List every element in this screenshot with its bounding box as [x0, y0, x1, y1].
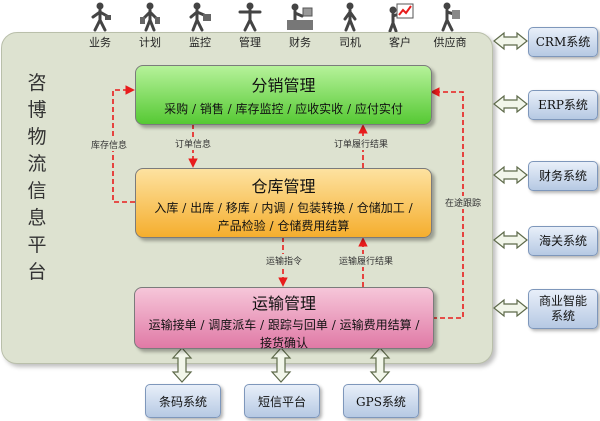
monitor-person-icon — [189, 2, 211, 32]
distribution-module[interactable]: 分销管理 采购 / 销售 / 库存监控 / 应收实收 / 应付实付 — [135, 65, 432, 125]
finance-link-arrow — [493, 165, 528, 185]
bi-system[interactable]: 商业智能系统 — [528, 289, 598, 329]
role-label: 财务 — [289, 36, 311, 49]
transport-instruction-label: 运输指令 — [265, 254, 304, 267]
role-label: 计划 — [139, 36, 161, 49]
role-label: 客户 — [389, 36, 411, 49]
role-label: 监控 — [189, 36, 211, 49]
bi-link-arrow — [493, 298, 528, 318]
warehouse-module[interactable]: 仓库管理 入库 / 出库 / 移库 / 内调 / 包装转换 / 仓储加工 / 产… — [135, 168, 432, 238]
order-fulfillment-label: 订单履行结果 — [333, 137, 390, 150]
gps-link-arrow — [369, 347, 391, 383]
role-label: 业务 — [89, 36, 111, 49]
role-monitor[interactable]: 监控 — [178, 2, 222, 49]
role-supplier[interactable]: 供应商 — [428, 2, 472, 49]
role-manager[interactable]: 管理 — [228, 2, 272, 49]
role-label: 管理 — [239, 36, 261, 49]
warehouse-title: 仓库管理 — [251, 177, 316, 196]
role-finance[interactable]: 财务 — [278, 2, 322, 49]
in-transit-tracking-label: 在途跟踪 — [444, 196, 483, 209]
warehouse-items-line2: 产品检验 / 仓储费用结算 — [217, 219, 350, 233]
transport-fulfillment-label: 运输履行结果 — [338, 254, 395, 267]
barcode-system[interactable]: 条码系统 — [145, 384, 221, 418]
transport-items-line2: 接货确认 — [259, 336, 308, 350]
role-driver[interactable]: 司机 — [328, 2, 372, 49]
platform-title: 咨 博 物 流 信 息 平 台 — [27, 72, 47, 283]
customs-link-arrow — [493, 230, 528, 250]
role-customer[interactable]: 客户 — [378, 2, 422, 49]
customer-chart-icon — [388, 3, 414, 32]
transport-module[interactable]: 运输管理 运输接单 / 调度派车 / 跟踪与回单 / 运输费用结算 / 接货确认 — [134, 287, 434, 350]
role-planner[interactable]: 计划 — [128, 2, 172, 49]
order-info-label: 订单信息 — [174, 137, 213, 150]
planner-icon — [140, 2, 160, 32]
transport-items-line1: 运输接单 / 调度派车 / 跟踪与回单 / 运输费用结算 / — [148, 318, 420, 332]
barcode-link-arrow — [171, 347, 193, 383]
role-label: 供应商 — [433, 36, 467, 49]
erp-link-arrow — [493, 94, 528, 114]
supplier-icon — [441, 2, 460, 32]
sms-link-arrow — [270, 347, 292, 383]
roles-row: 业务 计划 监控 管理 财务 司机 客户 — [78, 2, 478, 49]
finance-desk-icon — [287, 3, 313, 30]
sms-platform[interactable]: 短信平台 — [244, 384, 320, 418]
finance-system[interactable]: 财务系统 — [528, 161, 598, 191]
driver-icon — [343, 2, 357, 32]
distribution-title: 分销管理 — [251, 76, 316, 95]
distribution-items: 采购 / 销售 / 库存监控 / 应收实收 / 应付实付 — [164, 102, 403, 116]
gps-system[interactable]: GPS系统 — [343, 384, 419, 418]
inventory-info-label: 库存信息 — [90, 138, 129, 151]
role-business[interactable]: 业务 — [78, 2, 122, 49]
customs-system[interactable]: 海关系统 — [528, 226, 598, 256]
manager-icon — [238, 2, 262, 32]
erp-system[interactable]: ERP系统 — [528, 90, 598, 120]
inventory-info-arrow — [112, 85, 135, 203]
business-person-icon — [91, 2, 111, 32]
role-label: 司机 — [339, 36, 361, 49]
crm-link-arrow — [493, 31, 528, 51]
warehouse-items-line1: 入库 / 出库 / 移库 / 内调 / 包装转换 / 仓储加工 / — [154, 201, 413, 215]
crm-system[interactable]: CRM系统 — [528, 27, 598, 57]
transport-title: 运输管理 — [251, 294, 316, 313]
